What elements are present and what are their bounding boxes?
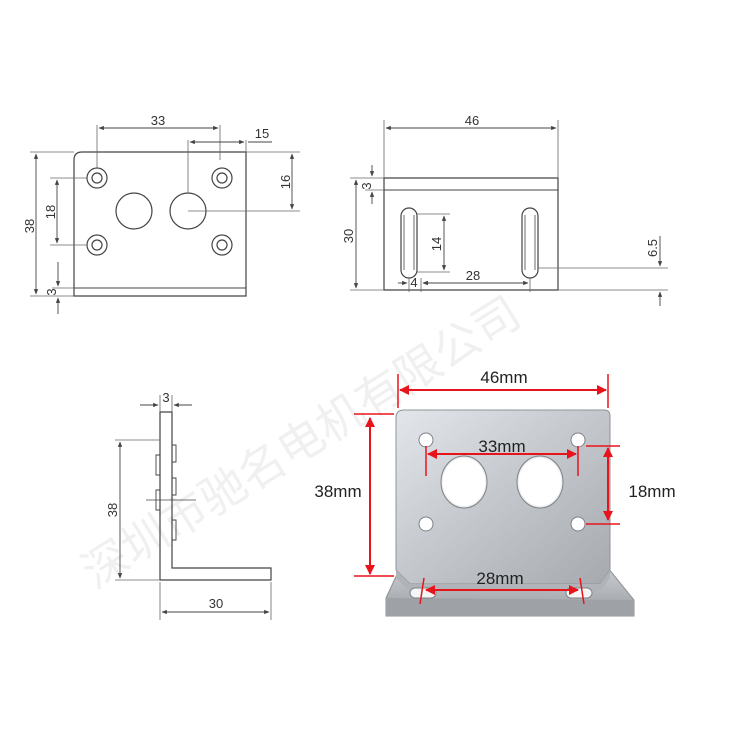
front-dim-15: 15 [255,126,269,141]
top-view-slot-right [521,207,539,279]
top-view [350,120,668,306]
front-view-mounting-holes [86,167,233,256]
top-dim-3: 3 [359,182,374,189]
front-dim-16: 16 [278,175,293,189]
side-view [115,395,272,620]
front-view-outline [73,151,247,297]
photo-dim-38mm: 38mm [314,482,361,501]
front-dim-33: 33 [151,113,165,128]
side-dim-38: 38 [105,503,120,517]
photo-holes [418,432,586,532]
top-dim-14: 14 [429,237,444,251]
photo-dim-18mm: 18mm [628,482,675,501]
photo-dim-46mm: 46mm [480,368,527,387]
top-dim-28: 28 [466,268,480,283]
side-dim-30: 30 [209,596,223,611]
front-dim-3: 3 [44,288,59,295]
top-dim-6-5: 6.5 [645,239,660,257]
top-dim-4: 4 [410,275,417,290]
photo-dim-28mm: 28mm [476,569,523,588]
front-dim-18: 18 [43,205,58,219]
top-dim-30: 30 [341,229,356,243]
photo-dim-33mm: 33mm [478,437,525,456]
front-dim-38: 38 [22,219,37,233]
front-view [30,125,300,314]
front-view-large-hole-left [115,192,153,230]
top-view-slot-left [400,207,418,279]
bracket-photo [354,374,635,617]
top-dim-46: 46 [465,113,479,128]
side-dim-3: 3 [162,390,169,405]
